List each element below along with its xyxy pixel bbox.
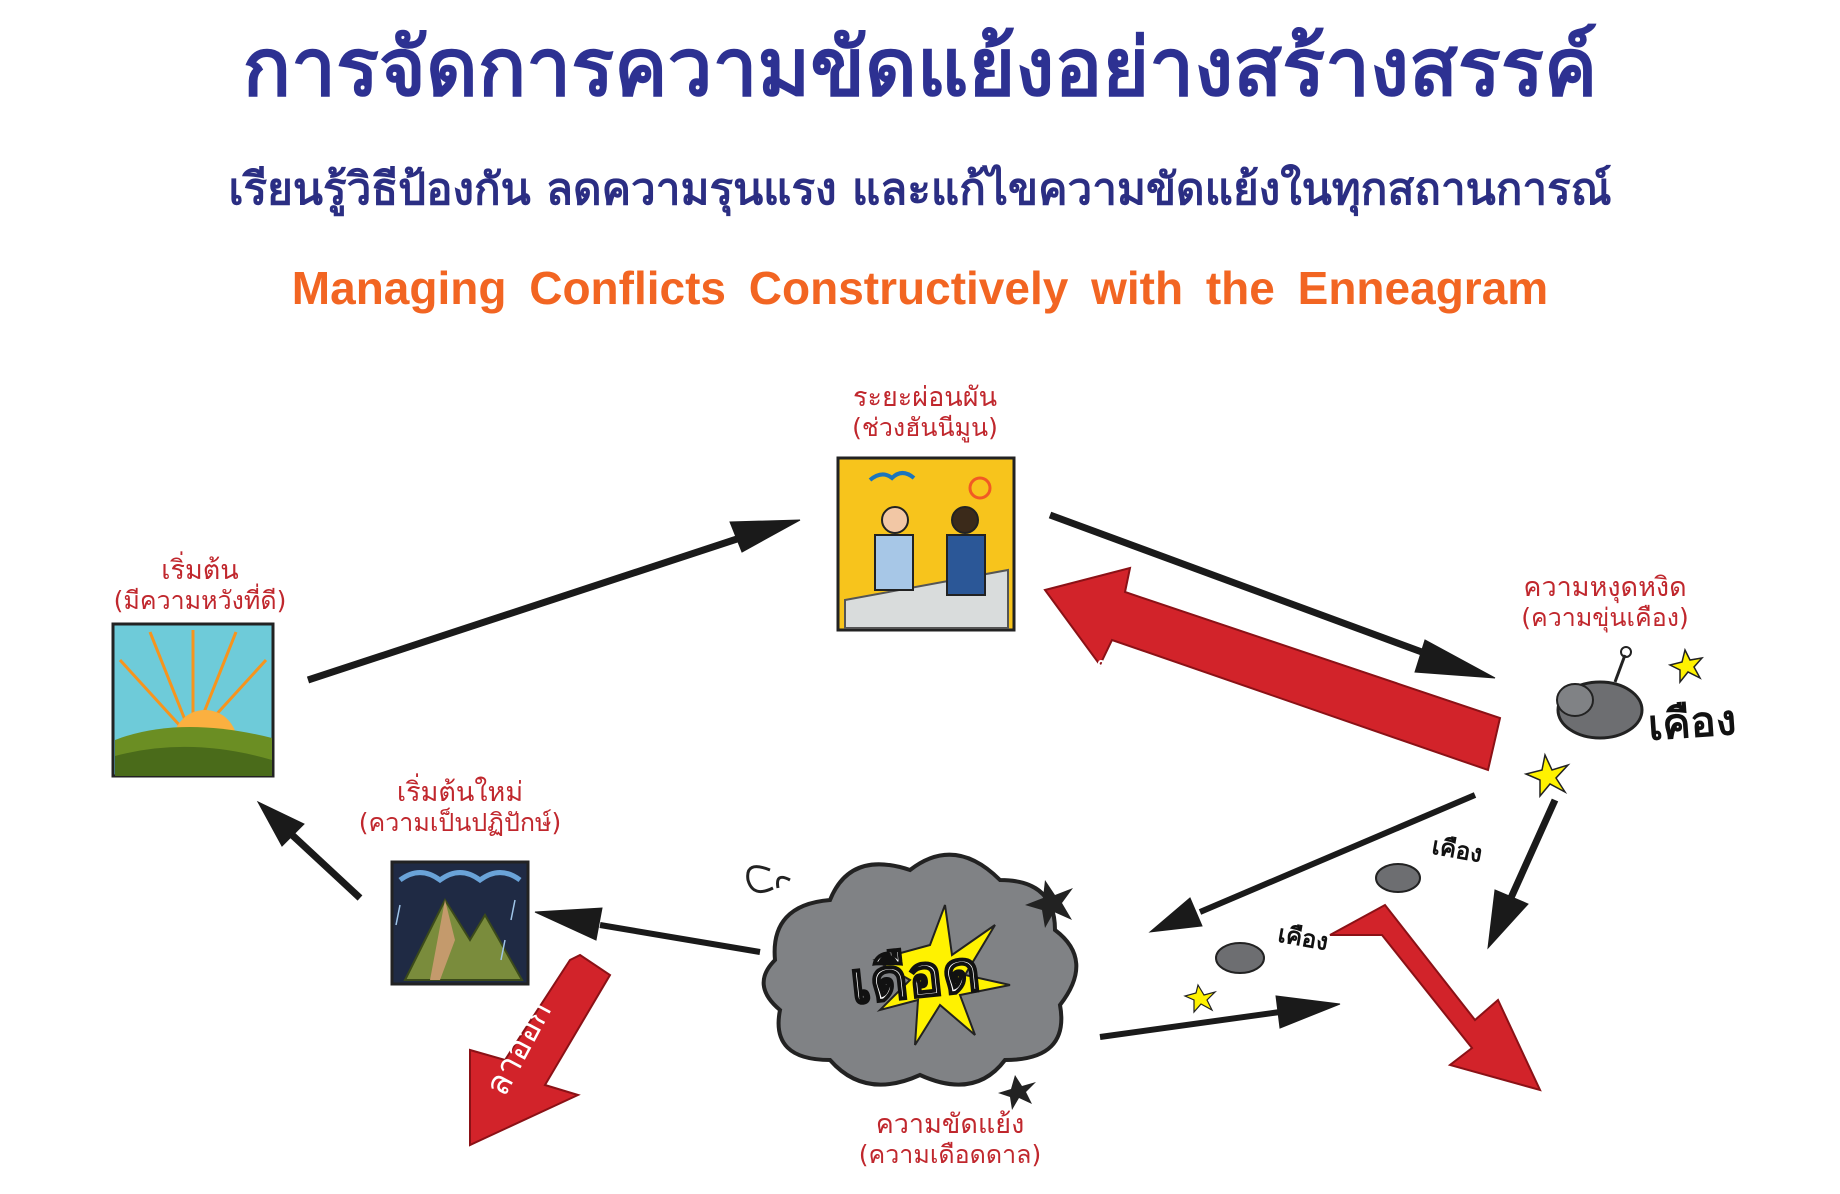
stage-restart-subtitle: (ความเป็นปฏิปักษ์) bbox=[358, 808, 562, 837]
stage-conflict-label: ความขัดแย้ง (ความเดือดดาล) bbox=[820, 1110, 1080, 1170]
sfx-irritation: เคือง bbox=[1646, 694, 1738, 751]
sunrise-icon bbox=[111, 622, 275, 778]
explosion-cloud-icon bbox=[746, 852, 1079, 1110]
stage-restart-label: เริ่มต้นใหม่ (ความเป็นปฏิปักษ์) bbox=[330, 778, 590, 838]
page-subtitle: เรียนรู้วิธีป้องกัน ลดความรุนแรง และแก้ไ… bbox=[228, 164, 1612, 215]
small-cloud-icon bbox=[1183, 863, 1421, 1014]
stage-honeymoon-title: ระยะผ่อนผัน bbox=[852, 382, 998, 413]
stage-start-title: เริ่มต้น bbox=[161, 555, 239, 586]
arrow-irritation-to-conflict bbox=[1148, 792, 1477, 933]
red-arrows bbox=[469, 566, 1542, 1147]
smoke-cloud-icon bbox=[1523, 646, 1704, 799]
page-title: การจัดการความขัดแย้งอย่างสร้างสรรค์ bbox=[242, 21, 1598, 114]
arrow-irritation-down bbox=[1487, 798, 1559, 950]
stage-irritation-subtitle: (ความขุ่นเคือง) bbox=[1521, 603, 1689, 632]
arrow-avoid bbox=[1329, 903, 1542, 1092]
handshake-meeting-icon bbox=[836, 456, 1016, 632]
arrow-start-to-honeymoon bbox=[306, 519, 801, 684]
stage-irritation-label: ความหงุดหงิด (ความขุ่นเคือง) bbox=[1480, 573, 1730, 633]
arrow-restart-to-start bbox=[256, 800, 363, 901]
black-arrows bbox=[256, 511, 1559, 1040]
english-title: Managing Conflicts Constructively with t… bbox=[291, 262, 1549, 314]
stage-conflict-title: ความขัดแย้ง bbox=[875, 1109, 1025, 1140]
stage-restart-title: เริ่มต้นใหม่ bbox=[396, 777, 524, 808]
stormy-mountain-icon bbox=[390, 860, 530, 986]
arrow-quit bbox=[469, 953, 612, 1147]
stage-irritation-title: ความหงุดหงิด bbox=[1523, 572, 1687, 603]
sfx-conflict: เดือด bbox=[846, 935, 984, 1018]
stage-start-label: เริ่มต้น (มีความหวังที่ดี) bbox=[80, 556, 320, 616]
arrow-honeymoon-to-irritation bbox=[1048, 511, 1496, 679]
arrow-conflict-to-right bbox=[1099, 995, 1341, 1040]
arrow-conflict-to-restart bbox=[534, 907, 761, 955]
stage-honeymoon-label: ระยะผ่อนผัน (ช่วงฮันนีมูน) bbox=[800, 383, 1050, 443]
stage-start-subtitle: (มีความหวังที่ดี) bbox=[113, 586, 287, 615]
stage-conflict-subtitle: (ความเดือดดาล) bbox=[858, 1140, 1042, 1169]
stage-honeymoon-subtitle: (ช่วงฮันนีมูน) bbox=[852, 413, 998, 442]
arrow-talk-constructively bbox=[1043, 566, 1502, 772]
